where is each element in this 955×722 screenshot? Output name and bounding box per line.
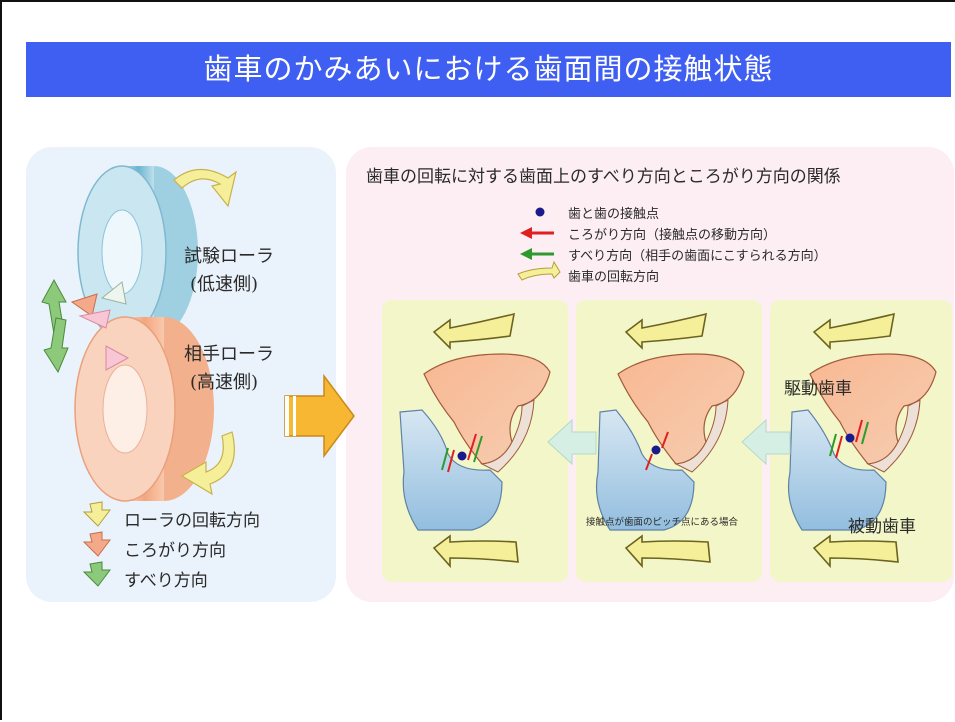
test-roller-label: 試験ローラ — [184, 246, 274, 267]
gear-rotation-arrows — [432, 312, 899, 569]
mate-roller-label: 相手ローラ — [184, 344, 274, 365]
gear-pair-2 — [595, 353, 745, 531]
legend-contact-point-label: 歯と歯の接触点 — [568, 207, 660, 222]
driven-gear-label: 被動歯車 — [848, 517, 916, 537]
mate-roller — [74, 316, 214, 502]
test-roller — [77, 165, 198, 339]
legend-rotation-label: ローラの回転方向 — [124, 511, 260, 531]
arrow-down-icon — [82, 531, 111, 557]
curved-arrow-icon — [517, 260, 561, 281]
legend-sliding-label: すべり方向 — [124, 571, 208, 591]
legend-rolling-direction-label: ころがり方向（接触点の移動方向） — [568, 228, 777, 243]
pitch-point-note: 接触点が歯面のピッチ点にある場合 — [586, 517, 739, 528]
arrow-left-icon — [547, 418, 597, 466]
page-title: 歯車のかみあいにおける歯面間の接触状態 — [26, 42, 951, 97]
arrow-left-icon — [741, 418, 791, 466]
legend-gear-rotation-label: 歯車の回転方向 — [568, 270, 660, 285]
gear-pair-1 — [399, 353, 551, 531]
mate-roller-speed: (高速側) — [190, 372, 259, 393]
legend-rolling-label: ころがり方向 — [124, 541, 226, 561]
gear-panel-heading: 歯車の回転に対する歯面上のすべり方向ところがり方向の関係 — [366, 167, 841, 187]
roller-rotation-arrow-icon — [173, 168, 237, 208]
legend-sliding-direction-label: すべり方向（相手の歯面にこすられる方向） — [568, 249, 827, 264]
roller-contact-arrows — [41, 278, 130, 374]
arrow-right-icon — [284, 373, 355, 459]
driving-gear-label: 駆動歯車 — [784, 379, 852, 399]
arrow-left-icon — [520, 248, 554, 260]
arrow-down-icon — [82, 561, 111, 587]
dot-icon — [535, 207, 545, 217]
test-roller-speed: (低速側) — [190, 274, 259, 295]
arrow-left-icon — [520, 227, 554, 239]
arrow-down-icon — [82, 501, 111, 527]
gear-pair-3 — [787, 353, 937, 531]
roller-rotation-arrow-icon — [180, 431, 235, 496]
